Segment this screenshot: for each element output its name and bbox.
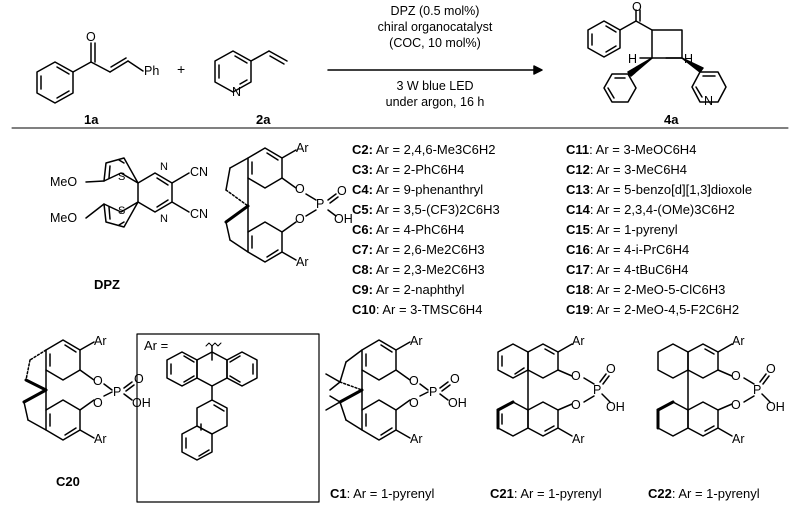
atom-ph: Ph	[144, 64, 160, 78]
dpz-cn-top: CN	[190, 165, 209, 179]
catalyst-entry: C11: Ar = 3-MeOC6H4	[566, 142, 697, 157]
condition-3: (COC, 10 mol%)	[389, 36, 481, 50]
condition-1: DPZ (0.5 mol%)	[390, 4, 480, 18]
label-2a: 2a	[256, 112, 271, 127]
c1-oh: OH	[448, 396, 467, 410]
c20-o-top: O	[93, 374, 103, 388]
catalyst-entry: C17: Ar = 4-tBuC6H4	[566, 262, 689, 277]
c22-p: P	[753, 383, 762, 397]
catalyst-entry: C2: Ar = 2,4,6-Me3C6H2	[352, 142, 496, 157]
condition-5: under argon, 16 h	[385, 95, 485, 109]
label-c21: C21: Ar = 1-pyrenyl	[490, 486, 602, 501]
product-atom-h2: H	[684, 52, 694, 66]
catalyst-entry: C18: Ar = 2-MeO-5-ClC6H3	[566, 282, 726, 297]
dpz-n-top: N	[160, 161, 168, 173]
c22-ar-top: Ar	[732, 334, 745, 348]
label-c20: C20	[56, 474, 80, 489]
c22-o-top: O	[731, 369, 741, 383]
catalyst-entry: C13: Ar = 5-benzo[d][1,3]dioxole	[566, 182, 753, 197]
catalyst-entry: C6: Ar = 4-PhC6H4	[352, 222, 465, 237]
chalcone-1a-structure	[36, 42, 144, 104]
c1-o-top: O	[409, 374, 419, 388]
c22-oh: OH	[766, 400, 785, 414]
c21-oh: OH	[606, 400, 625, 414]
c20-o-bottom: O	[93, 396, 103, 410]
c20-structure	[22, 339, 135, 441]
atom-n: N	[232, 85, 242, 99]
label-dpz: DPZ	[94, 277, 120, 292]
ar-definition-box	[136, 333, 320, 503]
c21-o-bottom: O	[571, 398, 581, 412]
dpz-s-top: S	[118, 171, 126, 183]
label-1a: 1a	[84, 112, 99, 127]
plus-sign: +	[177, 61, 186, 77]
label-c1: C1: Ar = 1-pyrenyl	[330, 486, 435, 501]
product-atom-n: N	[704, 94, 714, 108]
c21-ar-bottom: Ar	[572, 432, 585, 446]
spa-o-bottom: O	[295, 212, 305, 226]
atom-o: O	[86, 30, 96, 44]
c21-ar-top: Ar	[572, 334, 585, 348]
c22-structure	[656, 343, 771, 437]
catalyst-entry: C7: Ar = 2,6-Me2C6H3	[352, 242, 485, 257]
c1-structure	[325, 339, 451, 441]
spa-ar-top: Ar	[296, 141, 309, 155]
label-4a: 4a	[664, 112, 679, 127]
ar-box-label: Ar =	[144, 338, 169, 353]
vinylpyridine-2a-structure	[214, 50, 288, 93]
c21-p: P	[593, 383, 602, 397]
cyclobutane-4a-structure	[587, 9, 727, 103]
anthracenyl-structure	[166, 342, 258, 461]
catalyst-entry: C19: Ar = 2-MeO-4,5-F2C6H2	[566, 302, 740, 317]
c22-o-bottom: O	[731, 398, 741, 412]
c1-o-bottom: O	[409, 396, 419, 410]
c1-o-double: O	[450, 372, 460, 386]
catalyst-entry: C15: Ar = 1-pyrenyl	[566, 222, 678, 237]
catalyst-entry: C16: Ar = 4-i-PrC6H4	[566, 242, 690, 257]
catalyst-entry: C9: Ar = 2-naphthyl	[352, 282, 465, 297]
catalyst-entry: C12: Ar = 3-MeC6H4	[566, 162, 688, 177]
catalyst-entry: C3: Ar = 2-PhC6H4	[352, 162, 465, 177]
dpz-cn-bottom: CN	[190, 207, 209, 221]
dpz-meo-bottom: MeO	[50, 211, 78, 225]
c22-ar-bottom: Ar	[732, 432, 745, 446]
c1-p: P	[429, 385, 438, 399]
spa-oh: OH	[334, 212, 353, 226]
c20-ar-top: Ar	[94, 334, 107, 348]
c21-structure	[496, 343, 611, 437]
c1-ar-top: Ar	[410, 334, 423, 348]
dpz-meo-top: MeO	[50, 175, 78, 189]
product-atom-o: O	[632, 0, 642, 14]
catalyst-entry: C4: Ar = 9-phenanthryl	[352, 182, 484, 197]
dpz-s-bottom: S	[118, 205, 126, 217]
catalyst-entry: C10: Ar = 3-TMSC6H4	[352, 302, 483, 317]
c20-ar-bottom: Ar	[94, 432, 107, 446]
spiro-phosphoric-acid-structure	[224, 147, 339, 263]
condition-2: chiral organocatalyst	[377, 20, 493, 34]
spa-o-double: O	[337, 184, 347, 198]
catalyst-entry: C5: Ar = 3,5-(CF3)2C6H3	[352, 202, 500, 217]
spa-ar-bottom: Ar	[296, 255, 309, 269]
dpz-structure	[85, 157, 190, 228]
catalyst-entry: C14: Ar = 2,3,4-(OMe)3C6H2	[566, 202, 735, 217]
catalyst-entry: C8: Ar = 2,3-Me2C6H3	[352, 262, 485, 277]
product-atom-h1: H	[628, 52, 638, 66]
label-c22: C22: Ar = 1-pyrenyl	[648, 486, 760, 501]
c20-o-double: O	[134, 372, 144, 386]
c1-ar-bottom: Ar	[410, 432, 423, 446]
dpz-n-bottom: N	[160, 213, 168, 225]
c21-o-top: O	[571, 369, 581, 383]
c21-o-double: O	[606, 362, 616, 376]
condition-4: 3 W blue LED	[396, 79, 474, 93]
spa-o-top: O	[295, 182, 305, 196]
c20-p: P	[113, 385, 122, 399]
spa-p: P	[316, 197, 325, 211]
c22-o-double: O	[766, 362, 776, 376]
c20-oh: OH	[132, 396, 151, 410]
